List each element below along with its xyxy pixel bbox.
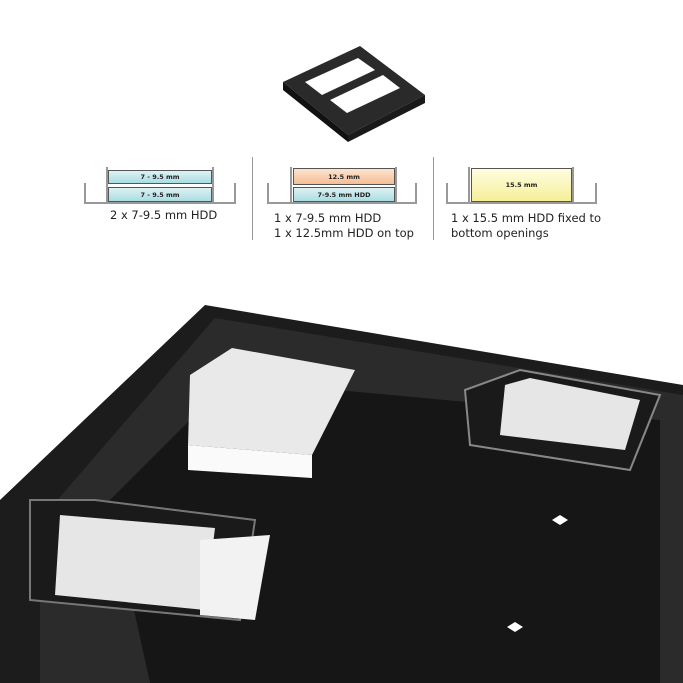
drive-7-9.5mm-bottom: 7 - 9.5 mm [108,187,212,202]
caption-line: bottom openings [451,226,549,240]
drive-15.5mm: 15.5 mm [471,168,572,202]
caption-option-2: 1 x 7-9.5 mm HDD 1 x 12.5mm HDD on top [274,211,414,241]
case-photo [0,305,683,683]
caption-option-1: 2 x 7-9.5 mm HDD [110,208,218,222]
drive-7-9.5mm-top: 7 - 9.5 mm [108,170,212,184]
divider [252,157,253,240]
caption-line: 1 x 12.5mm HDD on top [274,226,414,240]
divider [433,157,434,240]
drive-12.5mm: 12.5 mm [293,168,395,185]
bracket-diagram-1 [84,167,597,204]
drive-bracket-image [283,46,425,142]
caption-option-3: 1 x 15.5 mm HDD fixed to bottom openings [451,211,601,241]
caption-line: 1 x 7-9.5 mm HDD [274,211,382,225]
caption-line: 1 x 15.5 mm HDD fixed to [451,211,602,225]
drive-7-9.5mm: 7-9.5 mm HDD [293,187,395,202]
